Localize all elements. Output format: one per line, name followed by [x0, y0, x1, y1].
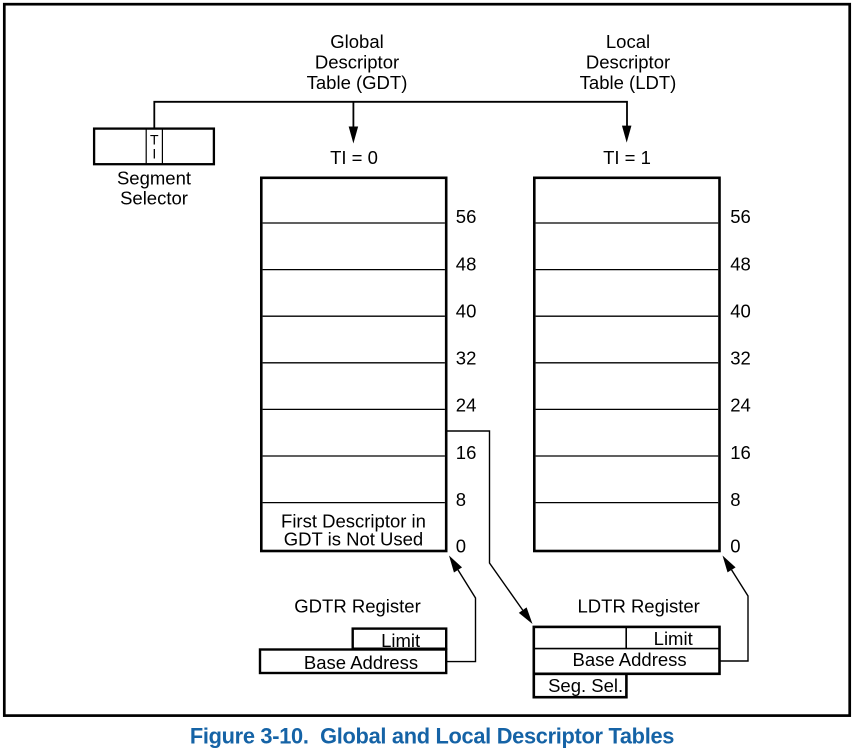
svg-text:Table (GDT): Table (GDT)	[307, 72, 408, 93]
svg-text:24: 24	[456, 394, 477, 415]
svg-text:I: I	[152, 145, 156, 161]
svg-text:0: 0	[456, 536, 466, 557]
svg-text:Descriptor: Descriptor	[315, 51, 399, 72]
svg-text:Selector: Selector	[120, 187, 188, 208]
svg-text:Seg. Sel.: Seg. Sel.	[548, 675, 623, 696]
svg-text:Local: Local	[606, 31, 650, 52]
svg-text:Figure 3-10. Global and Local: Figure 3-10. Global and Local Descriptor…	[190, 723, 674, 748]
svg-text:TI = 1: TI = 1	[603, 147, 651, 168]
svg-text:Limit: Limit	[381, 630, 420, 651]
svg-text:8: 8	[456, 489, 466, 510]
svg-text:48: 48	[730, 254, 751, 275]
svg-text:First Descriptor in: First Descriptor in	[281, 511, 426, 532]
svg-text:48: 48	[456, 254, 477, 275]
svg-text:Descriptor: Descriptor	[586, 51, 670, 72]
svg-text:56: 56	[456, 206, 477, 227]
svg-text:Global: Global	[330, 31, 383, 52]
svg-text:Limit: Limit	[654, 628, 693, 649]
svg-text:16: 16	[730, 442, 751, 463]
svg-text:Base Address: Base Address	[573, 649, 687, 670]
svg-text:16: 16	[456, 442, 477, 463]
svg-text:Base Address: Base Address	[304, 652, 418, 673]
svg-text:0: 0	[730, 536, 740, 557]
svg-text:24: 24	[730, 394, 751, 415]
svg-text:GDT is Not Used: GDT is Not Used	[284, 529, 423, 550]
svg-text:32: 32	[730, 347, 751, 368]
svg-text:Segment: Segment	[117, 168, 191, 189]
svg-text:GDTR Register: GDTR Register	[294, 596, 420, 617]
svg-text:56: 56	[730, 206, 751, 227]
svg-text:40: 40	[730, 301, 751, 322]
svg-text:32: 32	[456, 347, 477, 368]
svg-text:T: T	[150, 131, 159, 147]
svg-text:40: 40	[456, 301, 477, 322]
svg-text:TI = 0: TI = 0	[330, 147, 378, 168]
svg-text:8: 8	[730, 489, 740, 510]
svg-text:LDTR Register: LDTR Register	[578, 596, 700, 617]
svg-text:Table (LDT): Table (LDT)	[580, 72, 677, 93]
